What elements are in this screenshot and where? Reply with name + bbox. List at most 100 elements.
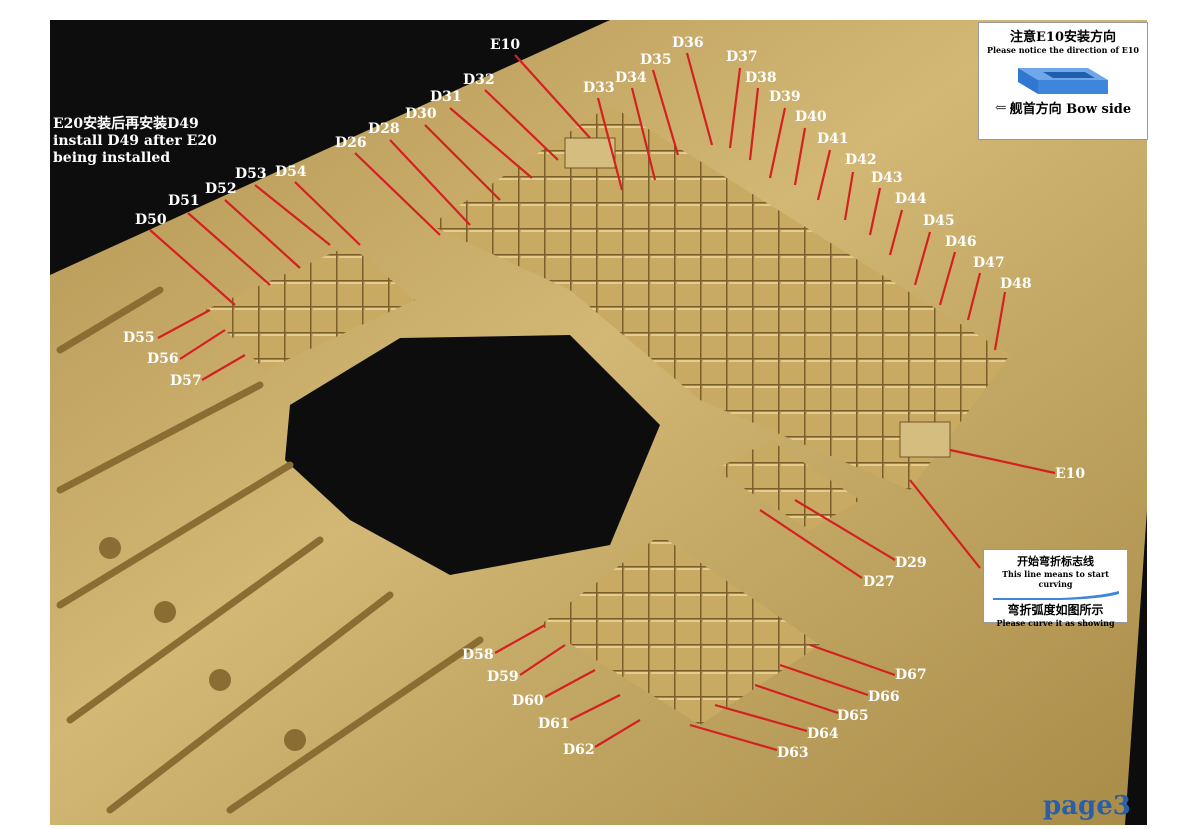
leader-line xyxy=(794,499,896,561)
label-d45: D45 xyxy=(923,213,955,229)
e10-part-top xyxy=(564,137,616,169)
label-d58: D58 xyxy=(462,647,494,663)
leader-line xyxy=(816,149,832,201)
label-d56: D56 xyxy=(147,351,179,367)
label-d32: D32 xyxy=(463,72,495,88)
leader-line xyxy=(949,448,1056,475)
leader-line xyxy=(748,87,760,161)
label-e10-top: E10 xyxy=(490,37,521,53)
label-d67: D67 xyxy=(895,667,927,683)
leader-line xyxy=(809,643,896,677)
leader-line xyxy=(714,703,808,733)
leader-line xyxy=(689,723,778,752)
curve-box-sub-cn: 弯折弧度如图所示 xyxy=(1007,603,1104,617)
leader-line xyxy=(754,683,839,715)
label-d46: D46 xyxy=(945,234,977,250)
label-d48: D48 xyxy=(1000,276,1032,292)
arrow-left-icon: ⇐ xyxy=(994,99,1007,116)
label-d55: D55 xyxy=(123,330,155,346)
label-d35: D35 xyxy=(640,52,672,68)
label-d36: D36 xyxy=(672,35,704,51)
leader-line xyxy=(254,184,331,246)
leader-line xyxy=(913,231,932,286)
leader-line xyxy=(779,663,869,697)
label-d51: D51 xyxy=(168,193,200,209)
label-d47: D47 xyxy=(973,255,1005,271)
e10-direction-box: 注意E10安装方向 Please notice the direction of… xyxy=(978,22,1148,140)
label-d29: D29 xyxy=(895,555,927,571)
leader-line xyxy=(938,251,957,306)
label-d43: D43 xyxy=(871,170,903,186)
label-d34: D34 xyxy=(615,70,647,86)
octagonal-cutout xyxy=(285,335,660,575)
label-d52: D52 xyxy=(205,181,237,197)
label-d61: D61 xyxy=(538,716,570,732)
right-small-grid xyxy=(715,440,860,530)
leader-line xyxy=(759,509,863,579)
label-d42: D42 xyxy=(845,152,877,168)
leader-line xyxy=(868,187,882,236)
label-d41: D41 xyxy=(817,131,849,147)
leader-lines xyxy=(149,52,1056,752)
label-d60: D60 xyxy=(512,693,544,709)
install-note-line3: being installed xyxy=(53,150,171,166)
leader-line xyxy=(544,669,596,698)
left-bulkhead-grid xyxy=(205,245,415,370)
leader-line xyxy=(449,107,533,179)
curve-instruction-box: 开始弯折标志线 This line means to start curving… xyxy=(983,549,1128,628)
leader-line xyxy=(424,124,501,201)
leader-line xyxy=(596,97,624,191)
curve-box-sub-en: Please curve it as showing xyxy=(996,618,1115,628)
label-d64: D64 xyxy=(807,726,839,742)
e10-part-diagram xyxy=(1018,68,1108,94)
label-d39: D39 xyxy=(769,89,801,105)
slot-rails xyxy=(56,286,484,814)
label-d59: D59 xyxy=(487,669,519,685)
label-d28: D28 xyxy=(368,121,400,137)
leader-line xyxy=(514,54,591,139)
label-d63: D63 xyxy=(777,745,809,761)
label-d44: D44 xyxy=(895,191,927,207)
slot-holes xyxy=(99,537,306,751)
install-note-line1: E20安装后再安装D49 xyxy=(53,116,199,132)
leader-line xyxy=(630,87,657,181)
leader-line xyxy=(793,127,807,186)
leader-line xyxy=(224,199,301,269)
leader-line xyxy=(157,309,211,339)
install-order-note: E20安装后再安装D49 install D49 after E20 being… xyxy=(53,116,217,167)
photo-panel: E10 D36 D35 D37 D32 D34 D33 D38 D31 D39 … xyxy=(50,20,1147,825)
leader-line xyxy=(569,694,621,721)
label-d53: D53 xyxy=(235,166,267,182)
e10-bow-side-label: 舰首方向 Bow side xyxy=(1009,102,1132,117)
curve-box-title-en: This line means to start curving xyxy=(1002,569,1109,589)
leader-line xyxy=(651,69,680,156)
etched-brass-fret-photo xyxy=(50,20,1147,825)
leader-line xyxy=(685,52,714,146)
page-number-label: page3 xyxy=(1043,791,1131,821)
leader-line xyxy=(354,152,441,236)
leader-line xyxy=(966,272,982,321)
leader-line xyxy=(768,107,787,179)
leader-line xyxy=(494,624,546,654)
leader-line xyxy=(909,479,981,569)
label-d31: D31 xyxy=(430,89,462,105)
leader-line xyxy=(179,329,226,360)
label-d65: D65 xyxy=(837,708,869,724)
leader-line xyxy=(519,644,566,676)
leader-line xyxy=(728,67,742,149)
label-d38: D38 xyxy=(745,70,777,86)
label-d37: D37 xyxy=(726,49,758,65)
leader-line xyxy=(594,719,641,748)
label-d26: D26 xyxy=(335,135,367,151)
leader-line xyxy=(149,229,236,306)
label-d30: D30 xyxy=(405,106,437,122)
leader-line xyxy=(843,171,855,221)
label-d54: D54 xyxy=(275,164,307,180)
curve-box-title-cn: 开始弯折标志线 xyxy=(1017,555,1094,568)
label-d50: D50 xyxy=(135,212,167,228)
leader-line xyxy=(187,212,271,286)
label-d40: D40 xyxy=(795,109,827,125)
leader-line xyxy=(201,354,246,381)
label-d33: D33 xyxy=(583,80,615,96)
leader-line xyxy=(993,291,1007,351)
